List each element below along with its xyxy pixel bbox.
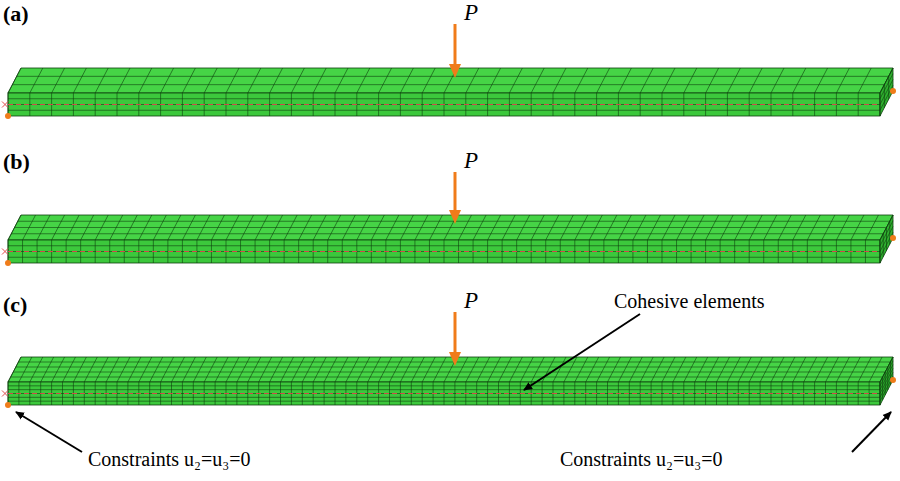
- symmetry-mark: [2, 391, 8, 397]
- load-arrow: [449, 24, 461, 366]
- cohesive-layer: [8, 393, 880, 394]
- panel-label: (c): [3, 293, 27, 317]
- symmetry-mark: [2, 102, 8, 108]
- mesh-lines: [8, 68, 893, 116]
- load-label: P: [464, 0, 478, 25]
- constraint-label: Constraints u₂=u₃=0: [560, 448, 723, 470]
- constraint-label: Constraints u₂=u₃=0: [88, 448, 251, 470]
- mesh-lines: [8, 215, 893, 263]
- leader-arrow: [16, 314, 891, 452]
- panel-label: (b): [3, 150, 30, 174]
- support-point: [890, 88, 896, 94]
- cohesive-layer: [8, 251, 880, 252]
- panel-label: (a): [3, 2, 29, 26]
- support-point: [890, 235, 896, 241]
- load-label: P: [464, 148, 478, 173]
- symmetry-mark: [2, 249, 8, 255]
- fe-mesh-beam: [2, 215, 896, 266]
- mesh-lines: [8, 357, 893, 405]
- support-point: [890, 377, 896, 383]
- support-point: [5, 260, 11, 266]
- load-label: P: [464, 288, 478, 313]
- support-point: [5, 402, 11, 408]
- fe-mesh-beam: [2, 68, 896, 119]
- cohesive-layer: [8, 104, 880, 105]
- fe-mesh-beam: [2, 357, 896, 408]
- support-point: [5, 113, 11, 119]
- callout-label: Cohesive elements: [614, 290, 765, 312]
